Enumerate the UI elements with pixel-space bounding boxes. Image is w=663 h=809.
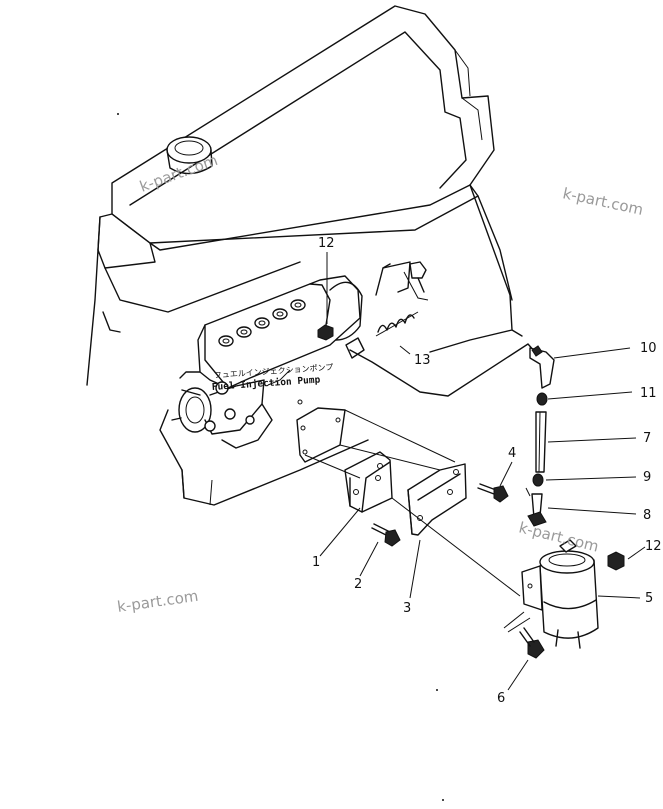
callout-numbers: 12 13 10 11 7 9 8 4 12 5 1 2 3 6: [312, 236, 662, 706]
callout-6: 6: [497, 691, 505, 706]
fuel-injection-pump: [171, 275, 365, 449]
watermarks: k-part.com k-part.com k-part.com k-part.…: [116, 151, 645, 616]
bolt-6: [519, 627, 545, 659]
fuel-pipe-clip: [375, 261, 429, 301]
fuel-filter-5: [521, 539, 599, 649]
watermark: k-part.com: [517, 518, 601, 555]
fuel-hose: [349, 343, 536, 397]
bolt-2: [371, 523, 401, 547]
callout-4: 4: [508, 446, 516, 461]
nut-12-lower: [607, 551, 625, 571]
bracket-1: [344, 451, 393, 513]
assembly-line: [304, 409, 521, 597]
callout-9: 9: [643, 470, 651, 485]
leader-lines: [319, 252, 646, 691]
engine-block: [86, 5, 523, 506]
watermark: k-part.com: [116, 587, 199, 616]
spring-13: [375, 311, 419, 337]
bolt-4: [477, 483, 509, 503]
washer-11: [536, 392, 548, 406]
watermark: k-part.com: [561, 184, 645, 219]
callout-3: 3: [403, 601, 411, 616]
callout-12-upper: 12: [318, 236, 335, 251]
callout-12-lower: 12: [645, 539, 662, 554]
callout-5: 5: [645, 591, 653, 606]
callout-10: 10: [640, 341, 657, 356]
callout-11: 11: [640, 386, 657, 401]
callout-7: 7: [643, 431, 651, 446]
eyebolt-8: [527, 493, 547, 527]
pump-label: フュエルインジェクションポンプ Fuel Injection Pump: [211, 363, 333, 393]
callout-8: 8: [643, 508, 651, 523]
bracket-3: [407, 463, 467, 536]
callout-2: 2: [354, 577, 362, 592]
callout-1: 1: [312, 555, 320, 570]
elbow-fitting-10: [529, 345, 555, 389]
nut-12-upper: [317, 324, 334, 341]
callout-13: 13: [414, 353, 431, 368]
pipe-7: [535, 411, 547, 473]
washer-9: [532, 473, 544, 487]
assembly-line: [503, 611, 531, 633]
